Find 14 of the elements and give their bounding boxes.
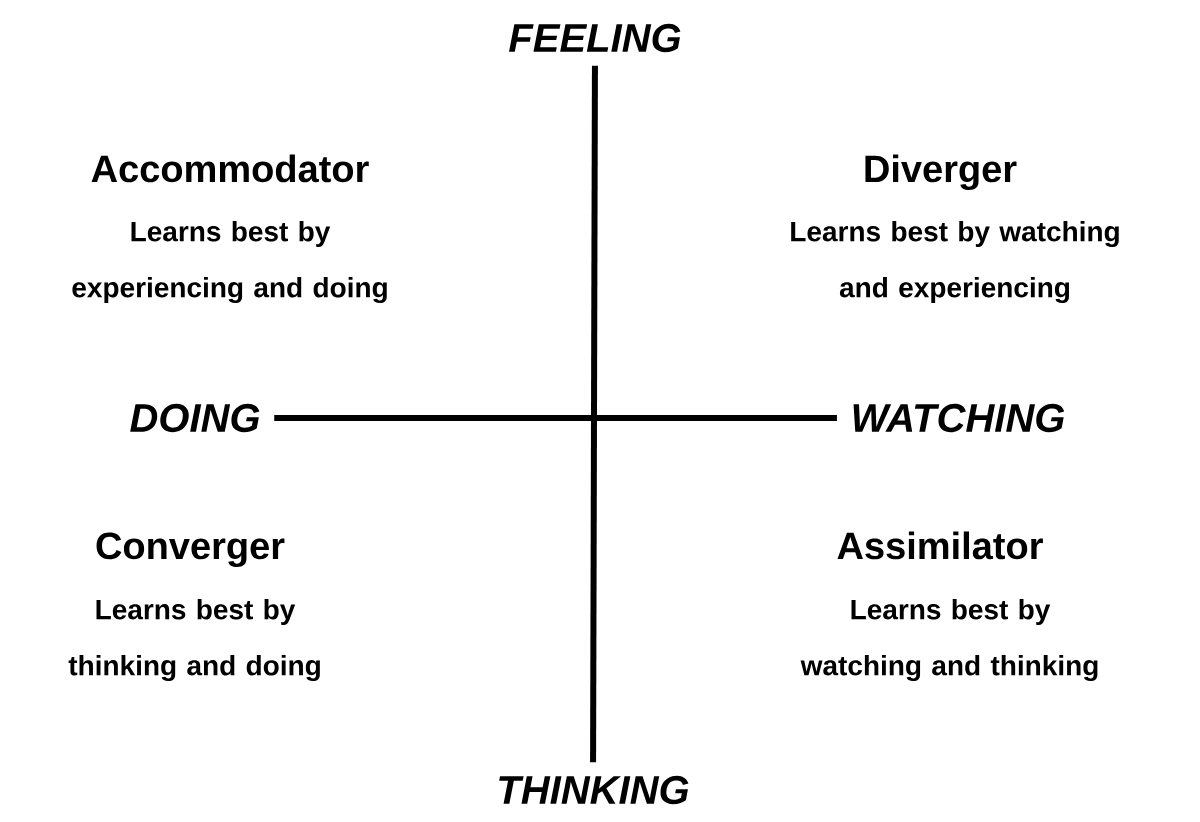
quadrant-title: Accommodator <box>91 154 369 183</box>
quadrant-title: Diverger <box>865 154 1017 191</box>
quadrant-title: Converger <box>96 532 285 568</box>
quadrant-description: Learns best by experiencing and doing <box>72 220 387 304</box>
quadrant-title: Assimilator <box>837 531 1043 560</box>
axis-line <box>274 415 837 421</box>
axis-label: DOING <box>130 403 260 433</box>
quadrant-description: Learns best by watching and thinking <box>800 598 1098 682</box>
axis-label: WATCHING <box>853 403 1065 433</box>
axis-label: FEELING <box>509 23 681 53</box>
axis-line <box>590 65 598 763</box>
axis-label: THINKING <box>499 775 689 805</box>
quadrant-description: Learns best by thinking and doing <box>68 598 320 682</box>
quadrant-description: Learns best by watching and experiencing <box>791 220 1119 304</box>
